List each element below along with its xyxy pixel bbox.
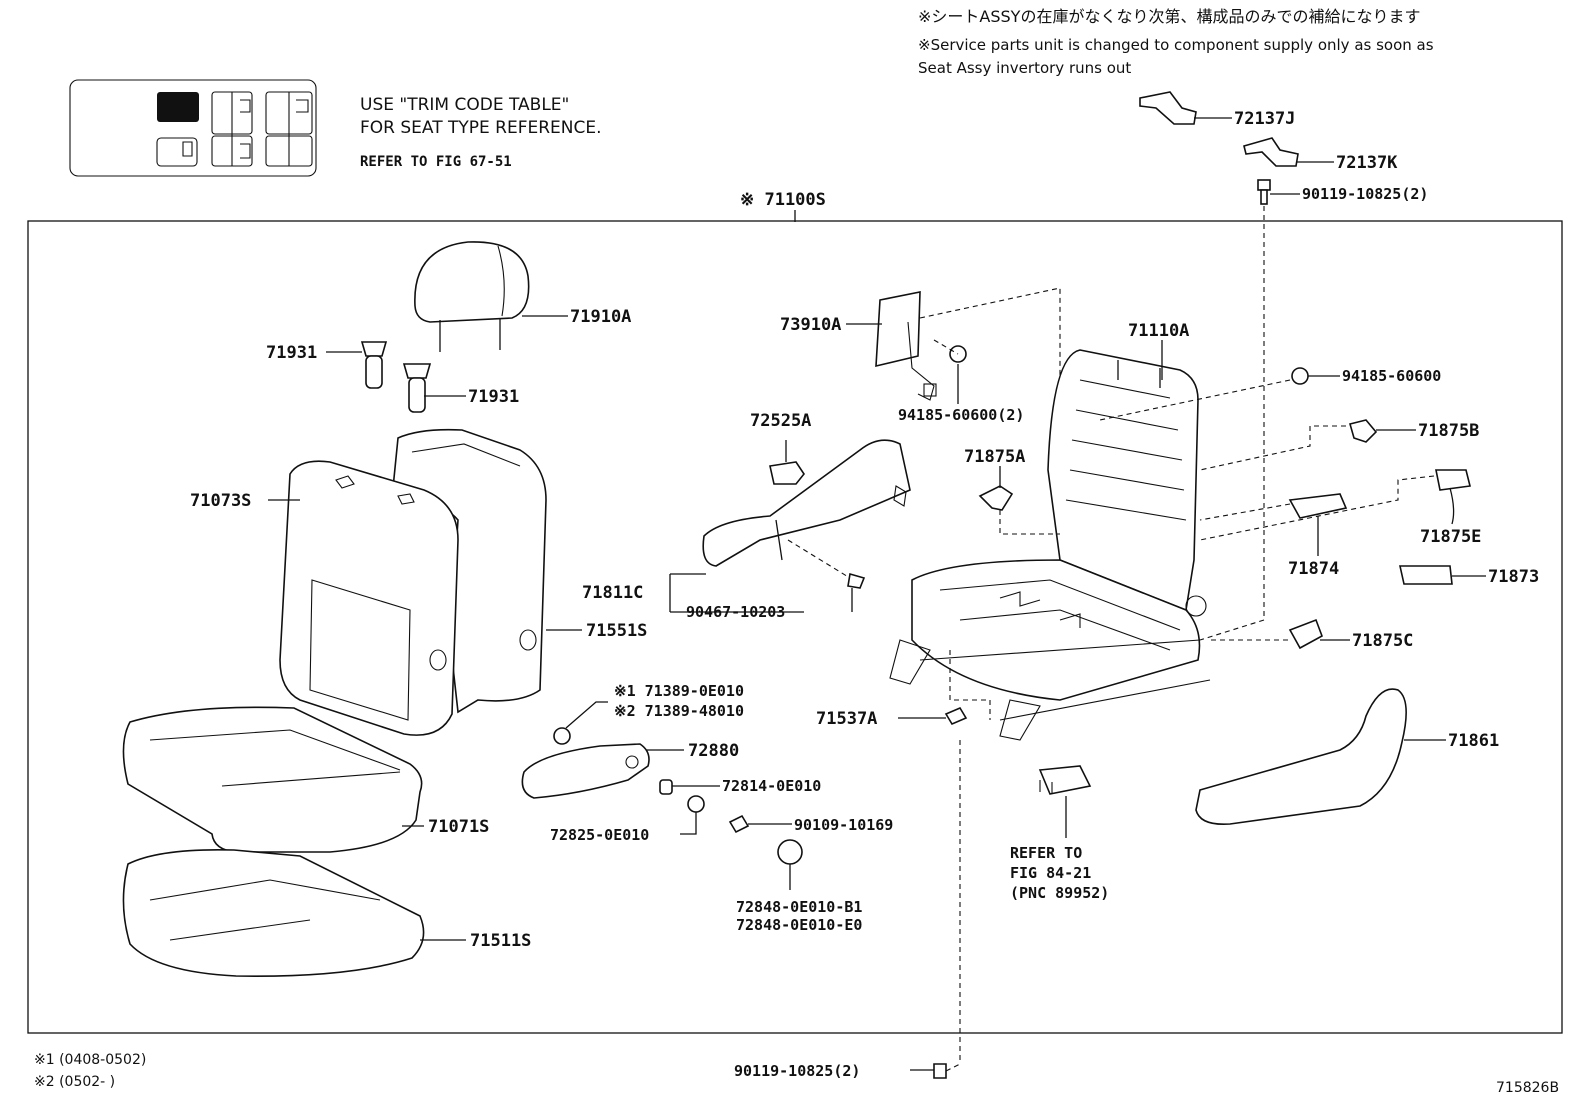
- bracket-71875A: [978, 485, 1014, 511]
- note-en-2: Seat Assy invertory runs out: [918, 59, 1131, 77]
- label-71910A: 71910A: [570, 307, 631, 327]
- knob-icon: [777, 839, 803, 865]
- label-72825: 72825-0E010: [550, 826, 649, 844]
- label-71875C: 71875C: [1352, 631, 1413, 651]
- label-72137K: 72137K: [1336, 153, 1398, 173]
- headrest-support-2: [402, 363, 432, 413]
- refer-line-1: REFER TO: [1010, 844, 1082, 862]
- selected-seat-type-icon: [157, 92, 199, 122]
- footnote-2: ※2 (0502- ): [34, 1074, 115, 1090]
- bracket-71875E: [1435, 469, 1471, 491]
- screw-icon: [728, 814, 750, 834]
- label-71874: 71874: [1288, 559, 1339, 579]
- seat-cushion-pad: [122, 848, 425, 977]
- side-airbag-module: [875, 291, 937, 401]
- label-72880: 72880: [688, 741, 739, 761]
- label-73910A: 73910A: [780, 315, 841, 335]
- label-90119-bottom: 90119-10825(2): [734, 1062, 860, 1080]
- ref-line-1: USE "TRIM CODE TABLE": [360, 95, 569, 115]
- label-90467-10203: 90467-10203: [686, 603, 785, 621]
- label-90119-top: 90119-10825(2): [1302, 185, 1428, 203]
- note-jp: ※シートASSYの在庫がなくなり次第、構成品のみでの補給になります: [918, 7, 1420, 26]
- label-71931-a: 71931: [266, 343, 317, 363]
- label-72137J: 72137J: [1234, 109, 1295, 129]
- label-72848-e0: 72848-0E010-E0: [736, 916, 862, 934]
- footnote-1: ※1 (0408-0502): [34, 1052, 146, 1068]
- label-71551S: 71551S: [586, 621, 647, 641]
- label-71875B: 71875B: [1418, 421, 1479, 441]
- label-71071S: 71071S: [428, 817, 489, 837]
- note-en-1: ※Service parts unit is changed to compon…: [918, 36, 1434, 54]
- label-71875A: 71875A: [964, 447, 1025, 467]
- seat-cushion-shield: [702, 439, 911, 567]
- bracket-71874: [1288, 493, 1348, 519]
- label-71389-a: ※1 71389-0E010: [614, 682, 744, 700]
- label-71073S: 71073S: [190, 491, 251, 511]
- assembly-frame: [27, 220, 1563, 1034]
- label-72814: 72814-0E010: [722, 777, 821, 795]
- label-71861: 71861: [1448, 731, 1499, 751]
- refer-line-2: FIG 84-21: [1010, 864, 1091, 882]
- label-71537A: 71537A: [816, 709, 877, 729]
- label-94185-60600-2: 94185-60600(2): [898, 406, 1024, 424]
- headrest-part: [414, 241, 530, 352]
- ref-line-3: REFER TO FIG 67-51: [360, 154, 512, 170]
- seat-type-icon-2: [211, 91, 253, 167]
- label-71511S: 71511S: [470, 931, 531, 951]
- bushing-icon: [687, 795, 705, 813]
- bracket-71873: [1399, 565, 1453, 585]
- seat-frame-assy: [889, 349, 1211, 741]
- bolt-bottom-icon: [910, 1063, 947, 1079]
- clip-71389-icon: [553, 727, 571, 745]
- bracket-71875B: [1349, 419, 1378, 443]
- seat-cushion-cover: [122, 706, 423, 853]
- cover-72137J: [1139, 91, 1197, 125]
- label-71873: 71873: [1488, 567, 1539, 587]
- seat-type-icon-3: [265, 91, 313, 167]
- seat-type-legend: [69, 79, 317, 177]
- figure-id: 715826B: [1496, 1080, 1559, 1096]
- label-71110A: 71110A: [1128, 321, 1189, 341]
- seatback-cover-front: [279, 460, 537, 736]
- cover-72137K: [1243, 137, 1299, 167]
- label-71811C: 71811C: [582, 583, 643, 603]
- headrest-support-1: [360, 341, 388, 389]
- label-71875E: 71875E: [1420, 527, 1481, 547]
- refer-line-3: (PNC 89952): [1010, 884, 1109, 902]
- label-72848-b1: 72848-0E010-B1: [736, 898, 862, 916]
- label-90109: 90109-10169: [794, 816, 893, 834]
- seat-switch-module: [1038, 765, 1092, 795]
- washer-icon: [659, 779, 673, 795]
- bolt-top-icon: [1257, 179, 1271, 205]
- bracket-71875C: [1288, 618, 1323, 650]
- recliner-cover-small: [769, 461, 805, 485]
- clip-icon: [847, 572, 866, 589]
- cushion-side-shield: [1195, 688, 1407, 826]
- label-71931-b: 71931: [468, 387, 519, 407]
- recliner-knob-cover: [521, 743, 650, 799]
- ref-line-2: FOR SEAT TYPE REFERENCE.: [360, 118, 602, 138]
- cover-71537A: [944, 706, 968, 726]
- label-72525A: 72525A: [750, 411, 811, 431]
- label-94185-60600: 94185-60600: [1342, 367, 1441, 385]
- label-71389-b: ※2 71389-48010: [614, 702, 744, 720]
- assembly-label: ※ 71100S: [740, 190, 826, 210]
- nut-94185-icon: [1291, 367, 1309, 385]
